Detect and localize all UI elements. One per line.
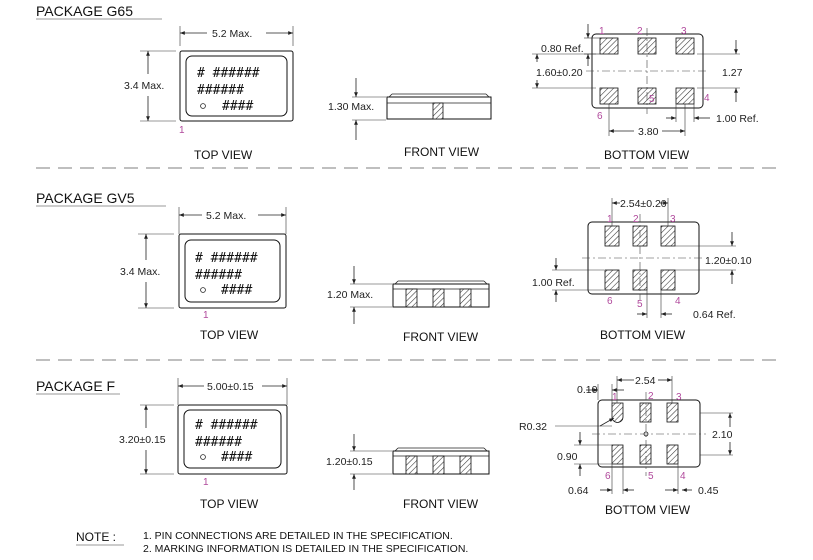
pin-label: 2: [633, 214, 639, 225]
pin-label: 6: [605, 471, 611, 482]
bottom-view: 1 2 3 4 5 6 2.54±0.20 1.20±0.10 1.00 Ref…: [532, 198, 752, 342]
marking-line-2: ######: [195, 268, 242, 283]
pin-label: 3: [670, 214, 676, 225]
dimension-label: R0.32: [519, 421, 547, 433]
height-dimension: 3.4 Max.: [120, 266, 160, 278]
package-title: PACKAGE G65: [36, 3, 133, 19]
pin1-label: 1: [179, 125, 185, 136]
front-view-caption: FRONT VIEW: [403, 330, 479, 344]
notes: NOTE : 1. PIN CONNECTIONS ARE DETAILED I…: [76, 530, 468, 555]
bottom-view: 1 2 3 4 5 6 0.80 Ref. 1.60±0.20 1.27: [532, 24, 759, 162]
dimension-label: 0.64 Ref.: [693, 309, 736, 321]
marking-line-2: ######: [195, 435, 242, 450]
notes-label: NOTE :: [76, 530, 116, 544]
pin-label: 5: [648, 471, 654, 482]
dimension-label: 1.60±0.20: [536, 67, 583, 79]
front-view: 1.20 Max. FRONT VIEW: [327, 266, 490, 344]
pin-label: 4: [675, 296, 681, 307]
marking-line-3: ####: [221, 283, 252, 298]
dimension-label: 1.00 Ref.: [532, 277, 575, 289]
top-view-caption: TOP VIEW: [200, 328, 259, 342]
pin-label: 6: [597, 111, 603, 122]
note-item: 1. PIN CONNECTIONS ARE DETAILED IN THE S…: [143, 530, 453, 542]
bottom-view-caption: BOTTOM VIEW: [604, 148, 690, 162]
width-dimension: 5.00±0.15: [207, 381, 254, 393]
pin-label: 3: [676, 392, 682, 403]
bottom-view: 1 2 3 4 5 6 0.10 2.54 R0.32: [519, 375, 733, 517]
pin-label: 1: [612, 392, 618, 403]
dimension-label: 0.45: [698, 485, 719, 497]
height-dimension: 3.20±0.15: [119, 434, 166, 446]
package-gv5: PACKAGE GV5 5.2 Max. 3.4 Max. # ###### #…: [36, 190, 752, 344]
marking-line-3: ####: [221, 450, 252, 465]
height-dimension: 1.20 Max.: [327, 289, 373, 301]
bottom-view-caption: BOTTOM VIEW: [600, 328, 686, 342]
pin-label: 3: [681, 26, 687, 37]
pin-label: 5: [649, 94, 655, 105]
front-view: 1.30 Max. FRONT VIEW: [328, 78, 492, 159]
top-view-caption: TOP VIEW: [194, 148, 253, 162]
marking-line-1: # ######: [195, 418, 258, 433]
pin-label: 1: [607, 214, 613, 225]
dimension-label: 0.64: [568, 485, 589, 497]
top-view-caption: TOP VIEW: [200, 497, 259, 511]
dimension-label: 2.54: [635, 375, 656, 387]
height-dimension: 3.4 Max.: [124, 80, 164, 92]
dimension-label: 2.54±0.20: [620, 198, 667, 210]
dimension-label: 3.80: [638, 126, 659, 138]
dimension-label: 1.20±0.10: [705, 255, 752, 267]
marking-line-2: ######: [197, 83, 244, 98]
package-g65: PACKAGE G65 5.2 Max. 3.4 Max. # ###### #…: [36, 3, 759, 162]
top-view: 5.2 Max. 3.4 Max. # ###### ###### #### 1…: [120, 207, 287, 342]
package-f: PACKAGE F 5.00±0.15 3.20±0.15 # ###### #…: [36, 375, 733, 517]
dimension-label: 1.00 Ref.: [716, 113, 759, 125]
pin1-label: 1: [203, 477, 209, 488]
pin-label: 5: [637, 299, 643, 310]
marking-line-3: ####: [222, 99, 253, 114]
front-view-caption: FRONT VIEW: [403, 497, 479, 511]
dimension-label: 2.10: [712, 429, 733, 441]
marking-line-1: # ######: [195, 251, 258, 266]
dimension-label: 1.27: [722, 67, 743, 79]
note-item: 2. MARKING INFORMATION IS DETAILED IN TH…: [143, 543, 468, 555]
dimension-label: 0.80 Ref.: [541, 43, 584, 55]
pin-label: 4: [680, 471, 686, 482]
height-dimension: 1.30 Max.: [328, 101, 374, 113]
dimension-label: 0.10: [577, 384, 598, 396]
bottom-view-caption: BOTTOM VIEW: [605, 503, 691, 517]
package-title: PACKAGE GV5: [36, 190, 135, 206]
marking-line-1: # ######: [197, 66, 260, 81]
pin-label: 6: [607, 296, 613, 307]
width-dimension: 5.2 Max.: [212, 28, 252, 40]
pin-label: 4: [704, 93, 710, 104]
top-view: 5.2 Max. 3.4 Max. # ###### ###### #### 1…: [124, 26, 294, 162]
dimension-label: 0.90: [557, 451, 578, 463]
pin-label: 2: [648, 391, 654, 402]
top-view: 5.00±0.15 3.20±0.15 # ###### ###### ####…: [119, 378, 288, 511]
front-view-caption: FRONT VIEW: [404, 145, 480, 159]
front-view: 1.20±0.15 FRONT VIEW: [326, 434, 490, 511]
pin1-label: 1: [203, 310, 209, 321]
height-dimension: 1.20±0.15: [326, 456, 373, 468]
width-dimension: 5.2 Max.: [206, 210, 246, 222]
pin-label: 1: [599, 26, 605, 37]
package-title: PACKAGE F: [36, 378, 115, 394]
pin-label: 2: [637, 26, 643, 37]
